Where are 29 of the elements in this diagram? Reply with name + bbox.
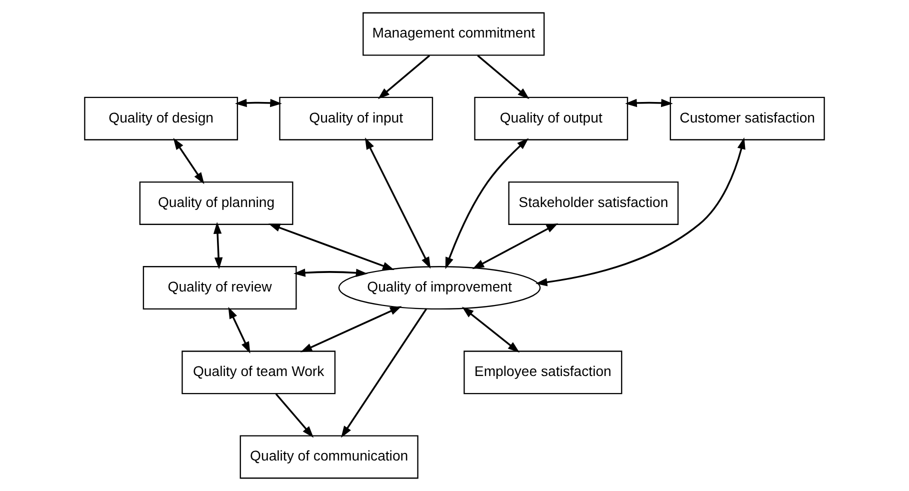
- node-ellipse: Quality of improvement: [338, 266, 541, 310]
- arrow: [477, 54, 530, 100]
- node-box: Quality of output: [474, 96, 628, 140]
- node-box: Customer satisfaction: [670, 96, 825, 140]
- node-box: Quality of team Work: [182, 350, 336, 394]
- arrow: [294, 268, 368, 277]
- node-box: Management commitment: [362, 12, 545, 56]
- node-box: Stakeholder satisfaction: [508, 181, 679, 225]
- arrow: [462, 306, 520, 353]
- arrow: [234, 98, 282, 108]
- node-box: Quality of input: [279, 96, 434, 140]
- node-box: Quality of communication: [240, 435, 418, 479]
- node-box: Employee satisfaction: [464, 350, 622, 394]
- node-box: Quality of review: [142, 266, 297, 310]
- node-box: Quality of planning: [139, 181, 294, 225]
- arrow: [535, 137, 746, 286]
- node-box: Quality of design: [84, 96, 238, 140]
- arrow: [341, 308, 428, 438]
- arrow: [625, 98, 673, 108]
- arrow: [364, 138, 431, 269]
- arrow: [268, 224, 394, 270]
- arrow: [300, 306, 402, 352]
- arrow: [228, 306, 250, 354]
- arrow: [472, 223, 558, 270]
- arrow: [378, 54, 430, 100]
- arrow: [275, 393, 314, 438]
- arrow: [173, 138, 204, 184]
- arrow: [213, 222, 223, 270]
- arrow: [445, 138, 529, 270]
